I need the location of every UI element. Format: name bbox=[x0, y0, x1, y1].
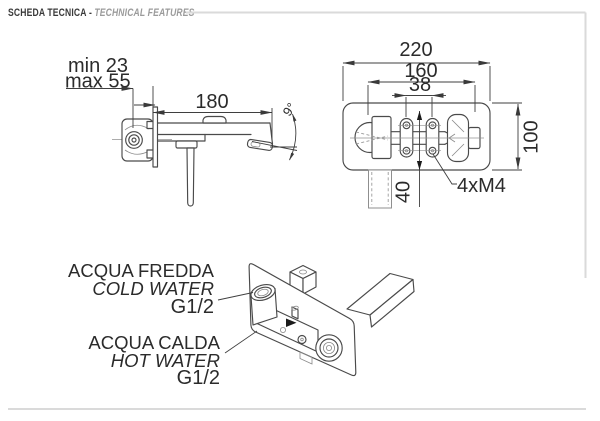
hot-inlet-port bbox=[315, 334, 343, 362]
dimension-plate-height: 100 bbox=[492, 102, 542, 171]
in-wall-body bbox=[121, 118, 156, 162]
body-post bbox=[291, 306, 299, 320]
screw-spacing-label: 38 bbox=[409, 74, 431, 96]
side-view-drawing: min 23 max 55 180 9° bbox=[65, 55, 299, 207]
cartridge-circle bbox=[125, 131, 143, 149]
cartridge-bump bbox=[202, 115, 227, 124]
dimension-wall-depth: min 23 max 55 bbox=[65, 55, 156, 128]
cold-water-label-en: COLD WATER bbox=[92, 278, 214, 299]
flow-arrow bbox=[286, 318, 297, 327]
spout bbox=[156, 115, 274, 151]
dimension-fixing-distance: 160 bbox=[367, 60, 476, 115]
outlet-offset-label: 40 bbox=[392, 181, 414, 203]
front-view-drawing: 220 160 38 bbox=[342, 39, 542, 209]
cold-inlet-port bbox=[250, 283, 278, 326]
wall-depth-max-label: max 55 bbox=[65, 71, 131, 93]
lever-handle bbox=[175, 140, 198, 207]
wall-depth-min-label: min 23 bbox=[68, 55, 128, 77]
cold-water-callout: ACQUA FREDDA COLD WATER G1/2 bbox=[68, 260, 254, 318]
hot-water-label-en: HOT WATER bbox=[111, 350, 220, 371]
dimension-plate-width: 220 bbox=[342, 39, 491, 101]
spout-angle-label: 9° bbox=[280, 100, 299, 119]
page-frame bbox=[8, 11, 587, 410]
sheet-title: SCHEDA TECNICA bbox=[8, 7, 87, 19]
dimension-screw-spacing: 38 bbox=[392, 74, 446, 117]
hot-water-callout: ACQUA CALDA HOT WATER G1/2 bbox=[88, 330, 258, 389]
plate-width-label: 220 bbox=[399, 39, 432, 61]
cold-leader-line bbox=[217, 292, 254, 301]
spout-length-label: 180 bbox=[195, 91, 228, 113]
screws-callout: 4xM4 bbox=[432, 153, 506, 197]
dimension-spout-angle: 9° bbox=[251, 100, 299, 161]
mixer-body-front bbox=[350, 113, 484, 163]
screws-label: 4xM4 bbox=[457, 175, 506, 197]
dimension-spout-length: 180 bbox=[152, 86, 273, 140]
left-cap-housing bbox=[371, 115, 392, 160]
iso-view-drawing: ACQUA FREDDA COLD WATER G1/2 ACQUA CALDA… bbox=[68, 260, 415, 389]
hot-water-thread: G1/2 bbox=[177, 367, 220, 389]
mixer-body-iso bbox=[250, 283, 343, 365]
sheet-header: SCHEDA TECNICA-TECHNICAL FEATURES bbox=[8, 3, 247, 21]
fixing-distance-label: 160 bbox=[404, 60, 437, 82]
cold-water-label-it: ACQUA FREDDA bbox=[68, 260, 215, 281]
wall-plate bbox=[152, 106, 159, 168]
cold-water-thread: G1/2 bbox=[171, 296, 214, 318]
spout-iso bbox=[346, 272, 415, 328]
sheet-subtitle: TECHNICAL FEATURES bbox=[94, 7, 195, 19]
body-bracket bbox=[299, 351, 313, 365]
outlet-pipe bbox=[368, 169, 392, 209]
body-boss bbox=[297, 334, 307, 345]
body-screw bbox=[279, 326, 286, 333]
hot-water-label-it: ACQUA CALDA bbox=[88, 332, 220, 353]
plate-height-label: 100 bbox=[520, 120, 542, 153]
hot-leader-line bbox=[224, 330, 258, 354]
dimension-outlet-offset: 40 bbox=[392, 111, 423, 207]
title-separator: - bbox=[88, 7, 92, 19]
